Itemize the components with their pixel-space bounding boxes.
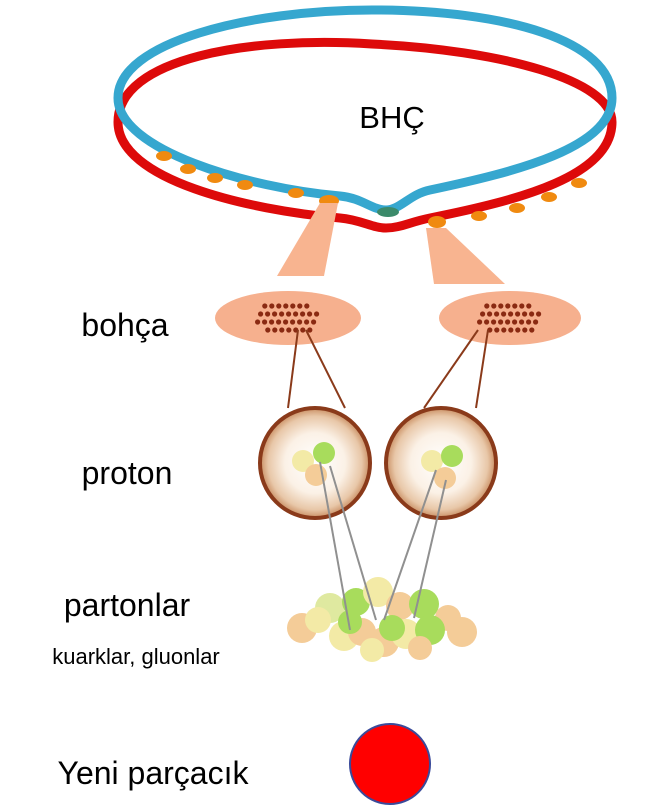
- proton-bunch-icon: [215, 291, 581, 345]
- bunch-dot: [529, 327, 534, 332]
- quark-green: [441, 445, 463, 467]
- ring-bunch-marker: [428, 216, 446, 228]
- bunch-dot: [279, 327, 284, 332]
- bunch-dot: [477, 319, 482, 324]
- bunch-dot: [515, 311, 520, 316]
- bunch-dot: [262, 319, 267, 324]
- bunch-dot: [533, 319, 538, 324]
- bunch-dot: [262, 303, 267, 308]
- bunch-dot: [276, 303, 281, 308]
- ring-bunch-marker: [288, 188, 304, 198]
- bunch-dot: [276, 319, 281, 324]
- parton: [409, 589, 439, 619]
- proton-icon: [260, 408, 496, 518]
- bunch-dot: [526, 319, 531, 324]
- bunch-dot: [522, 311, 527, 316]
- left-bunch: [215, 291, 361, 345]
- bunch-dot: [290, 319, 295, 324]
- collision-point: [377, 207, 399, 217]
- bunch-dot: [491, 319, 496, 324]
- ring-bunch-marker: [207, 173, 223, 183]
- parton: [447, 617, 477, 647]
- bunch-dot: [279, 311, 284, 316]
- bunch-dot: [484, 303, 489, 308]
- bunch-dot: [272, 311, 277, 316]
- bunch-dot: [519, 303, 524, 308]
- bunch-dot: [494, 327, 499, 332]
- link-line: [424, 330, 478, 408]
- bunch-dot: [512, 319, 517, 324]
- ring-bunch-marker: [571, 178, 587, 188]
- bunch-dot: [311, 319, 316, 324]
- bunch-dot: [491, 303, 496, 308]
- ring-bunch-marker: [237, 180, 253, 190]
- right-bunch: [439, 291, 581, 345]
- link-line: [306, 330, 345, 408]
- bunch-dot: [304, 303, 309, 308]
- bunch-dot: [515, 327, 520, 332]
- partons-sub-label: kuarklar, gluonlar: [52, 644, 220, 669]
- bunch-dot: [487, 311, 492, 316]
- bunch-dot: [494, 311, 499, 316]
- bunch-dot: [283, 319, 288, 324]
- proton-label: proton: [82, 455, 173, 491]
- bunch-dot: [297, 303, 302, 308]
- bunch-dot: [501, 311, 506, 316]
- bunch-dot: [286, 311, 291, 316]
- bunch-dot: [300, 311, 305, 316]
- bunch-dot: [505, 319, 510, 324]
- bunch-dot: [290, 303, 295, 308]
- bunch-dot: [300, 327, 305, 332]
- bunch-dot: [498, 319, 503, 324]
- bunch-dot: [297, 319, 302, 324]
- bunch-dot: [314, 311, 319, 316]
- bunch-dot: [255, 319, 260, 324]
- parton: [379, 615, 405, 641]
- parton: [305, 607, 331, 633]
- bunch-dot: [269, 319, 274, 324]
- bunch-dot: [526, 303, 531, 308]
- bunch-dot: [265, 311, 270, 316]
- bunch-dot: [505, 303, 510, 308]
- left-proton: [260, 408, 370, 518]
- bunch-dot: [508, 311, 513, 316]
- bunch-dot: [293, 311, 298, 316]
- bunch-dot: [286, 327, 291, 332]
- parton: [408, 636, 432, 660]
- bunch-dot: [484, 319, 489, 324]
- bunch-dot: [508, 327, 513, 332]
- ring-bunch-marker: [541, 192, 557, 202]
- bunch-dot: [269, 303, 274, 308]
- quark-green: [313, 442, 335, 464]
- parton: [360, 638, 384, 662]
- ring-bunch-marker: [509, 203, 525, 213]
- bunch-dot: [512, 303, 517, 308]
- bunch-dot: [522, 327, 527, 332]
- bunch-dot: [498, 303, 503, 308]
- bunch-dot: [283, 303, 288, 308]
- ring-bunch-marker: [180, 164, 196, 174]
- ring-label: BHÇ: [359, 100, 424, 135]
- bunch-dot: [258, 311, 263, 316]
- bunch-dot: [265, 327, 270, 332]
- bunch-dot: [272, 327, 277, 332]
- ring-bunch-marker: [471, 211, 487, 221]
- right-funnel: [426, 228, 505, 284]
- new-particle-label: Yeni parçacık: [58, 755, 250, 791]
- bunch-dot: [480, 311, 485, 316]
- bunch-dot: [307, 311, 312, 316]
- partons-label: partonlar: [64, 587, 191, 623]
- bunch-label: bohça: [81, 307, 168, 343]
- bunch-dot: [501, 327, 506, 332]
- bunch-dot: [519, 319, 524, 324]
- bunch-dot: [536, 311, 541, 316]
- bunch-dot: [304, 319, 309, 324]
- new-particle-icon: [350, 724, 430, 804]
- ring-bunch-marker: [156, 151, 172, 161]
- bunch-dot: [529, 311, 534, 316]
- parton: [338, 610, 362, 634]
